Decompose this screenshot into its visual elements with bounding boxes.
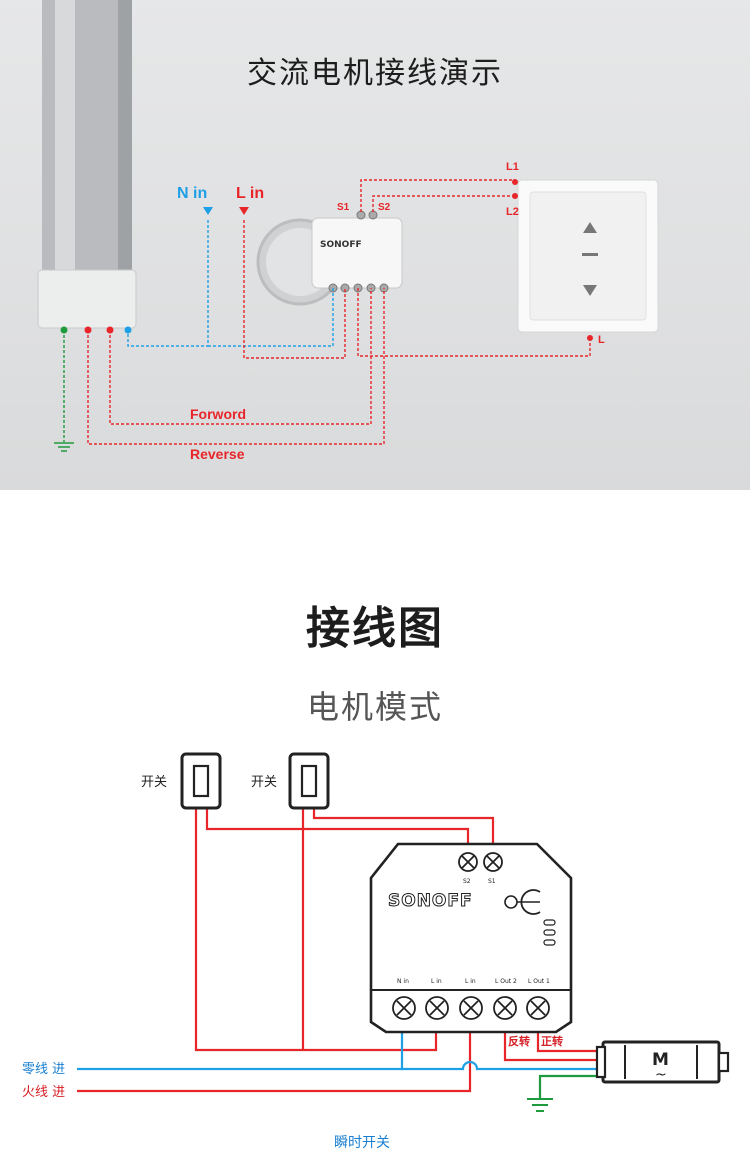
terminal-l-in-2 [459, 996, 483, 1020]
wiring-diagram: 开关 开关 S2 S1 SONOFF N in L in L in L Out … [22, 752, 730, 1151]
ground-icon [54, 442, 74, 452]
terminal-s2 [458, 852, 478, 872]
photo-title: 交流电机接线演示 [247, 56, 503, 91]
n-in-arrow-icon [203, 207, 213, 215]
l2-label: L2 [506, 206, 519, 218]
wire-live-in [77, 1021, 472, 1093]
terminal-label-n-in: N in [397, 978, 409, 985]
wire-reverse [503, 1021, 603, 1062]
wire-reverse [87, 288, 385, 445]
terminal-l-out-2 [493, 996, 517, 1020]
terminal-label-l-in-2: L in [465, 978, 476, 985]
l-in-label: L in [236, 185, 265, 202]
sonoff-module [369, 842, 573, 1034]
caption: 瞬时开关 [334, 1135, 390, 1151]
wire-n-to-module [208, 288, 334, 347]
terminal-label-l-in-1: L in [431, 978, 442, 985]
indicator-dot-icon [504, 895, 518, 909]
up-arrow-icon [583, 222, 597, 233]
diagram-subtitle: 电机模式 [306, 688, 443, 726]
l2-dot [512, 193, 518, 199]
wire-sw2-s1 [312, 808, 495, 852]
module-terminal-s1 [356, 210, 366, 220]
reverse-label: 反转 [508, 1034, 530, 1048]
switch-2-rocker [300, 764, 318, 798]
terminal-s2-label: S2 [463, 878, 471, 885]
terminal-s1-label: S1 [488, 878, 496, 885]
led-indicators-icon [543, 919, 556, 946]
l-dot [587, 335, 593, 341]
reverse-label: Reverse [190, 446, 245, 462]
stop-bar-icon [582, 253, 598, 256]
motor-tube-highlight [55, 0, 75, 275]
module-terminal-s2 [368, 210, 378, 220]
motor-end-right [717, 1051, 730, 1073]
s2-label: S2 [378, 202, 391, 213]
terminal-label-l-out-1: L Out 1 [528, 978, 550, 985]
n-in-label: N in [177, 185, 208, 202]
wire-ground [538, 1074, 603, 1098]
switch-2-label: 开关 [251, 775, 277, 790]
motor-end-left [595, 1045, 607, 1079]
terminal-label-l-out-2: L Out 2 [495, 978, 517, 985]
neutral-in-label: 零线 进 [22, 1062, 65, 1077]
l-in-arrow-icon [239, 207, 249, 215]
motor-ac-symbol: ~ [655, 1067, 667, 1083]
live-in-label: 火线 进 [22, 1085, 65, 1100]
diagram-title: 接线图 [306, 603, 444, 654]
switch-1-label: 开关 [141, 775, 167, 790]
switch-1-rocker [192, 764, 210, 798]
terminal-l-in-1 [425, 996, 449, 1020]
module [311, 217, 403, 289]
wire-sw1-lin [194, 808, 438, 1052]
demo-photo: 交流电机接线演示 SONOFF [0, 0, 750, 490]
terminal-n-in [392, 996, 416, 1020]
l1-label: L1 [506, 161, 519, 173]
motor-tube-shadow [118, 0, 132, 275]
l1-dot [512, 179, 518, 185]
wire-sw1-s2 [205, 808, 470, 852]
terminal-l-out-1 [526, 996, 550, 1020]
down-arrow-icon [583, 285, 597, 296]
forward-label: Forword [190, 406, 246, 422]
wire-n [127, 220, 209, 347]
photo-illustration: SONOFF [37, 0, 659, 452]
motor-label: M [652, 1050, 669, 1070]
terminal-s1 [483, 852, 503, 872]
module-brand-mark: SONOFF [320, 240, 362, 250]
wire-s2-l2 [372, 195, 515, 212]
wire-s1-l1 [360, 179, 515, 212]
forward-label: 正转 [541, 1034, 563, 1048]
ground-symbol-icon [527, 1098, 553, 1112]
wire-neutral-to-motor [402, 1060, 603, 1071]
brand-logo: SONOFF [388, 891, 473, 911]
wire-forward [109, 288, 372, 425]
motor-endcap [37, 269, 137, 329]
l-label: L [598, 334, 605, 346]
s1-label: S1 [337, 202, 350, 213]
wire-neutral-in [77, 1021, 404, 1071]
